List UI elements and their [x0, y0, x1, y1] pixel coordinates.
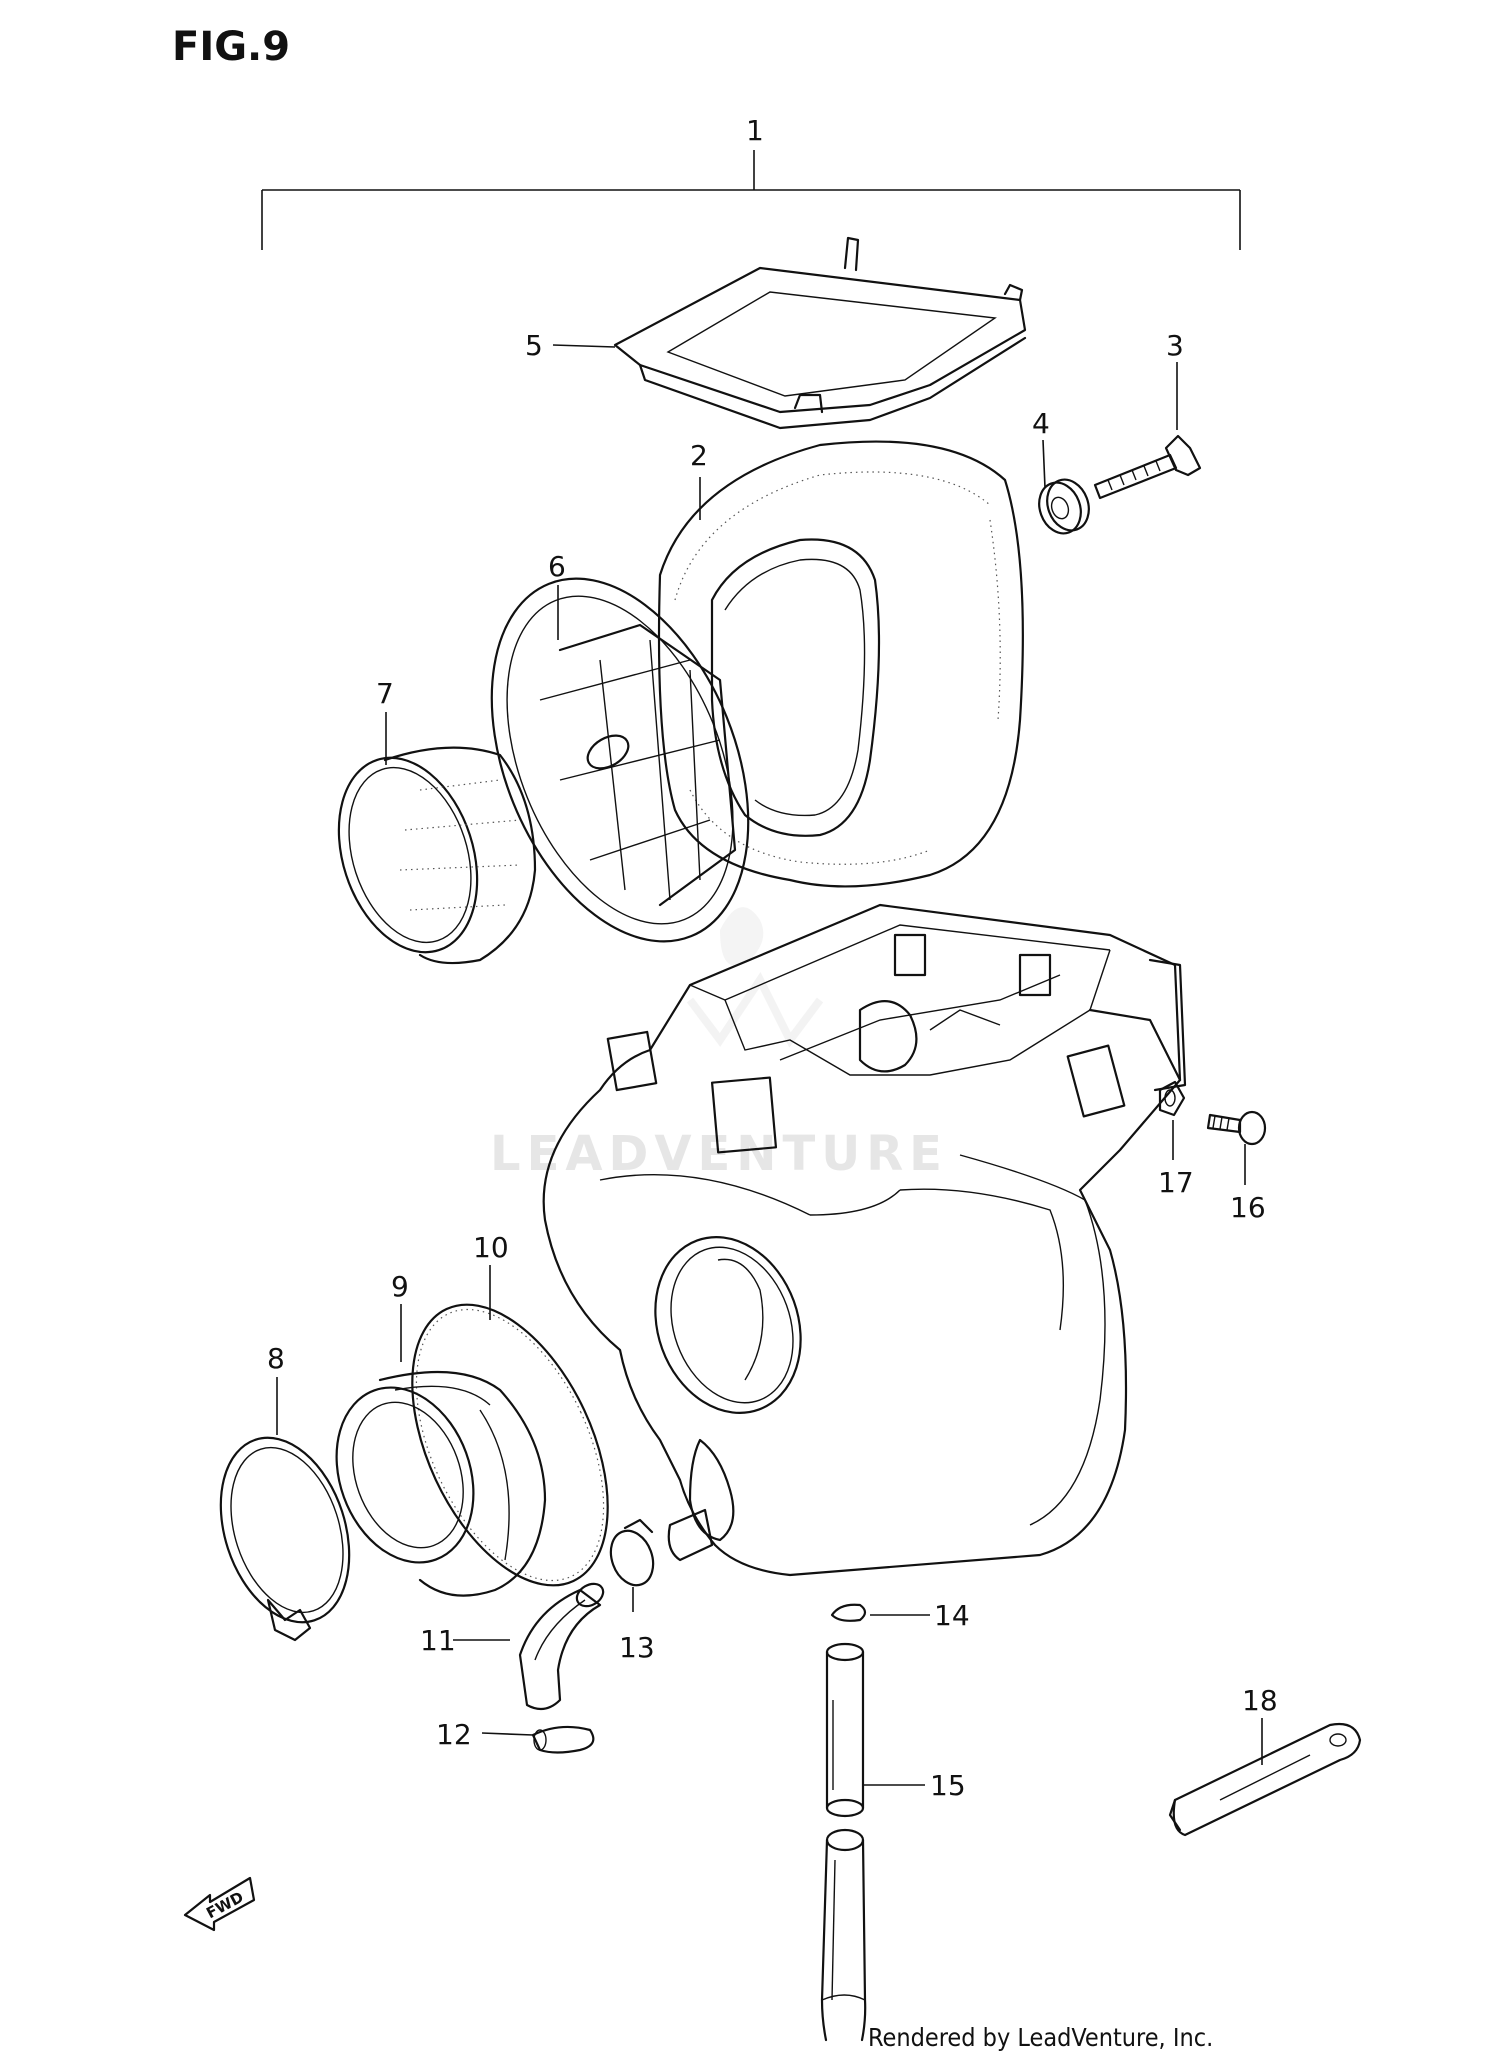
watermark-text: LEADVENTURE [490, 1126, 948, 1182]
callout-10: 10 [473, 1231, 509, 1264]
callout-14: 14 [934, 1599, 970, 1632]
callout-16: 16 [1230, 1191, 1266, 1224]
callout-15: 15 [930, 1769, 966, 1802]
callout-11: 11 [420, 1624, 456, 1657]
part-9-boot [335, 1370, 547, 1597]
part-4-grommet [1038, 478, 1090, 535]
callouts: 1 2 3 4 5 6 7 8 9 10 11 12 13 14 15 16 1… [267, 114, 1278, 1802]
leader-lines [276, 344, 1263, 1786]
part-13-clamp [609, 1518, 655, 1587]
credit-text: Rendered by LeadVenture, Inc. [868, 2023, 1213, 2052]
callout-2: 2 [690, 439, 708, 472]
callout-6: 6 [548, 550, 566, 583]
callout-13: 13 [619, 1631, 655, 1664]
part-14-clip [830, 1603, 867, 1622]
callout-7: 7 [376, 677, 394, 710]
watermark-logo [686, 907, 824, 1048]
part-12-clip [531, 1725, 595, 1754]
callout-1: 1 [746, 114, 764, 147]
part-2-foam-element [657, 440, 1024, 888]
part-16-bolt [1206, 1110, 1267, 1146]
callout-12: 12 [436, 1718, 472, 1751]
part-7-screen [337, 746, 537, 965]
part-6-cage [490, 577, 750, 943]
figure-title: FIG.9 [172, 24, 290, 70]
callout-5: 5 [525, 329, 543, 362]
callout-3: 3 [1166, 329, 1184, 362]
part-18-bracket [1168, 1722, 1362, 1837]
callout-18: 18 [1242, 1684, 1278, 1717]
part-10-gasket [411, 1303, 609, 1587]
part-5-cover [613, 236, 1027, 430]
drain-tube-lower [820, 1828, 867, 2042]
part-11-hose [518, 1582, 605, 1711]
part-17-washer [1158, 1080, 1186, 1117]
part-8-clamp [219, 1436, 351, 1642]
part-15-drain-pipe [825, 1642, 865, 1818]
fwd-arrow-icon: FWD [183, 1876, 256, 1932]
assembly-bracket [261, 150, 1241, 250]
callout-4: 4 [1032, 407, 1050, 440]
airbox-housing [542, 903, 1187, 1577]
callout-9: 9 [391, 1270, 409, 1303]
part-3-screw [1093, 434, 1202, 500]
callout-17: 17 [1158, 1166, 1194, 1199]
callout-8: 8 [267, 1342, 285, 1375]
